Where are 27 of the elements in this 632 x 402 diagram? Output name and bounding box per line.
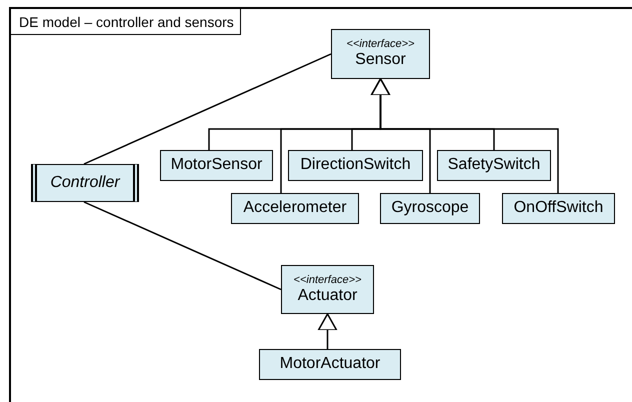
class-box bbox=[288, 150, 423, 181]
class-box bbox=[281, 265, 374, 314]
class-name: Gyroscope bbox=[391, 199, 469, 218]
class-box bbox=[231, 193, 359, 224]
class-name: MotorSensor bbox=[170, 156, 262, 175]
class-name: Actuator bbox=[298, 286, 358, 306]
class-box bbox=[380, 193, 480, 224]
class-box bbox=[502, 193, 615, 224]
active-class-box bbox=[31, 164, 139, 202]
class-box bbox=[160, 150, 273, 181]
class-box bbox=[437, 150, 551, 181]
class-name: Controller bbox=[50, 174, 120, 192]
class-name: SafetySwitch bbox=[448, 156, 540, 175]
association-line bbox=[84, 201, 282, 290]
class-name: Sensor bbox=[355, 51, 406, 70]
class-box bbox=[259, 349, 401, 380]
class-box bbox=[331, 29, 430, 79]
class-name: MotorActuator bbox=[280, 355, 380, 374]
frame-title: DE model – controller and sensors bbox=[10, 8, 241, 35]
association-line bbox=[84, 53, 332, 165]
class-name: DirectionSwitch bbox=[300, 156, 411, 175]
generalization-arrow bbox=[370, 78, 559, 193]
class-name: OnOffSwitch bbox=[514, 199, 604, 218]
stereotype-label: <<interface>> bbox=[294, 274, 362, 287]
class-name: Accelerometer bbox=[243, 199, 347, 218]
stereotype-label: <<interface>> bbox=[346, 38, 414, 52]
generalization-arrow bbox=[318, 313, 338, 349]
